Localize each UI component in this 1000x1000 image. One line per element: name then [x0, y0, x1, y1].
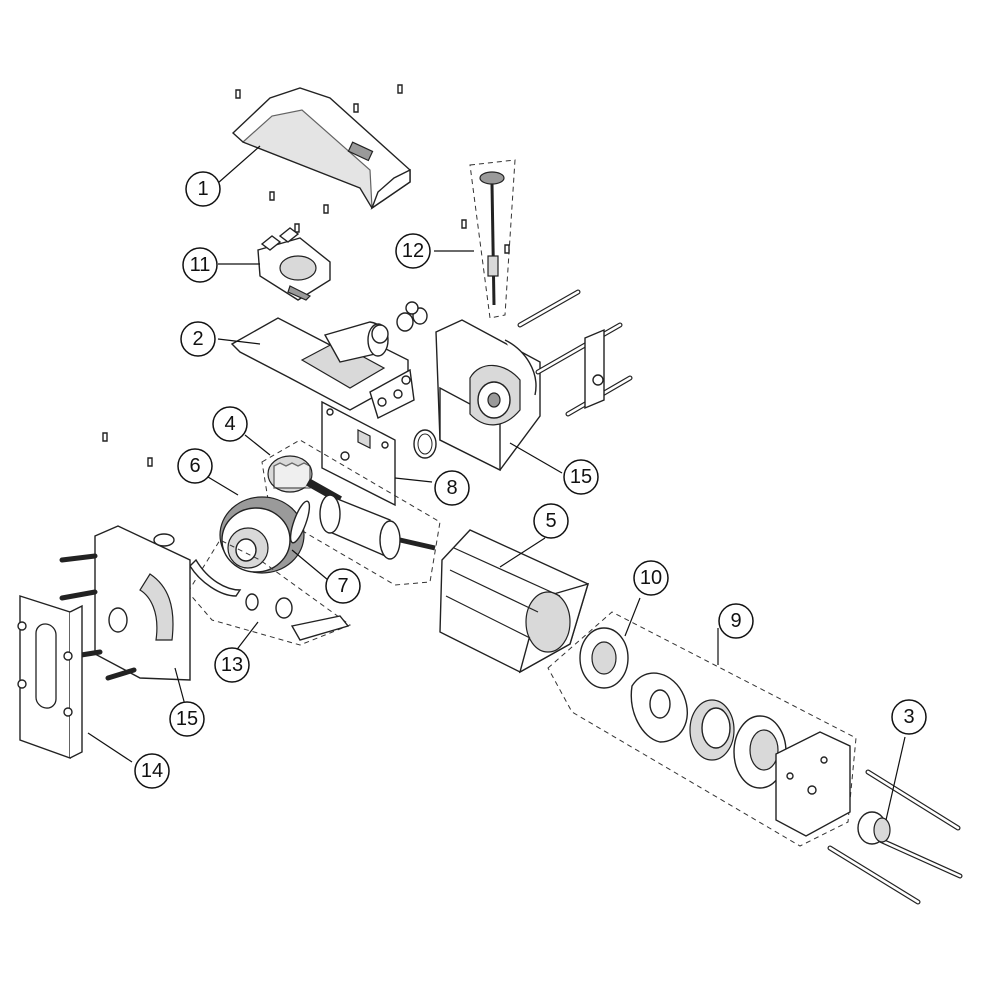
part-14-mounting-bracket [17, 595, 83, 759]
leader-lines [87, 145, 906, 821]
part-9-brake-group [547, 611, 857, 847]
callout-3: 3 [891, 699, 927, 735]
callout-12: 12 [395, 233, 431, 269]
callout-9: 9 [718, 603, 754, 639]
callout-11-label: 11 [190, 254, 211, 276]
part-1-cover [231, 87, 411, 210]
callout-5: 5 [533, 503, 569, 539]
callout-9-label: 9 [730, 610, 741, 632]
callout-10-label: 10 [640, 567, 662, 589]
callout-14-label: 14 [141, 760, 163, 782]
callout-12-label: 12 [402, 240, 424, 262]
callout-14: 14 [134, 753, 170, 789]
callout-8-label: 8 [446, 477, 457, 499]
callout-15-lower: 15 [169, 701, 205, 737]
part-15-gearbox-housing-upper [435, 319, 541, 472]
part-8-motor-plate [321, 400, 396, 507]
callout-2-label: 2 [192, 328, 203, 350]
cover-screws [235, 84, 403, 233]
part-4-rotor-assembly [261, 439, 441, 586]
callout-11: 11 [182, 247, 218, 283]
callout-5-label: 5 [545, 510, 556, 532]
callout-4: 4 [212, 406, 248, 442]
cable-glands [371, 301, 428, 344]
part-2-control-board [230, 317, 415, 419]
part-6-gear [219, 496, 311, 574]
callout-6-label: 6 [189, 455, 200, 477]
callout-7: 7 [325, 568, 361, 604]
callout-1: 1 [185, 171, 221, 207]
callout-15-upper: 15 [563, 459, 599, 495]
part-15-end-housing-lower [94, 525, 191, 681]
part-11-switch-module [257, 227, 331, 301]
callout-15-lower-label: 15 [176, 708, 198, 730]
callout-2: 2 [180, 321, 216, 357]
callout-8: 8 [434, 470, 470, 506]
left-bolts [59, 553, 137, 681]
callout-10: 10 [633, 560, 669, 596]
callout-6: 6 [177, 448, 213, 484]
small-screws-left [102, 432, 153, 467]
callout-13-label: 13 [221, 654, 243, 676]
callout-1-label: 1 [197, 178, 208, 200]
callout-3-label: 3 [903, 706, 914, 728]
callout-4-label: 4 [224, 413, 235, 435]
o-ring [413, 429, 437, 459]
callout-7-label: 7 [337, 575, 348, 597]
part-5-stator-housing [439, 529, 590, 674]
callout-13: 13 [214, 647, 250, 683]
callout-15-upper-label: 15 [570, 466, 592, 488]
upper-right-bolts [517, 289, 633, 417]
part-12-shaft-assembly [461, 159, 516, 319]
part-3-end-cap [827, 769, 963, 905]
part-13-lever-assembly [187, 539, 352, 646]
